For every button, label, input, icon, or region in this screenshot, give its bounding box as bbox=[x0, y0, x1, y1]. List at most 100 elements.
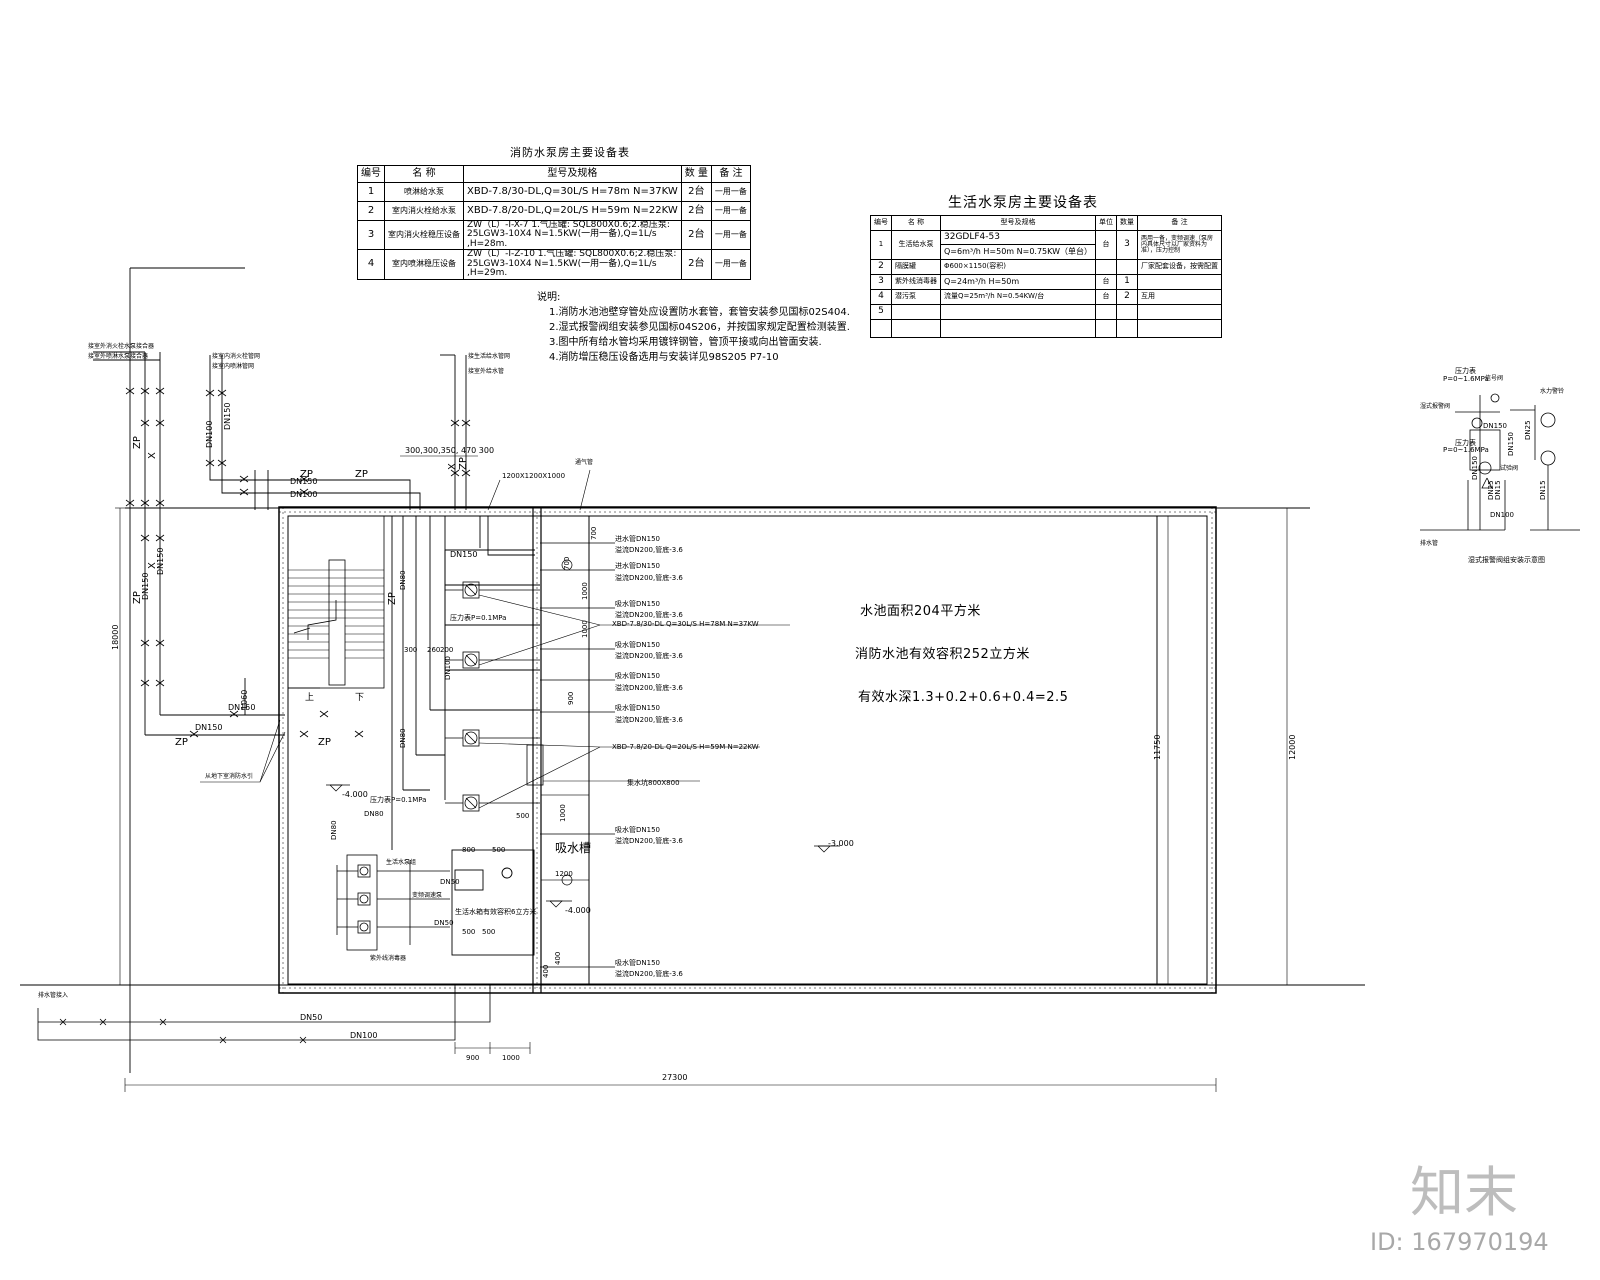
pool-pipe-6: 溢流DN200,管底-3.6 bbox=[615, 610, 683, 619]
dim-12000: 12000 bbox=[1288, 735, 1297, 760]
dim-900-bottom: 900 bbox=[466, 1054, 479, 1062]
inlet-label-2: 接室外喷淋水泵接合器 bbox=[88, 352, 148, 360]
level-room-text: -4.000 bbox=[342, 790, 368, 799]
hydrant-pump-1 bbox=[462, 729, 480, 747]
dim-18000: 18000 bbox=[111, 625, 120, 650]
pool-pipe-12: 溢流DN200,管底-3.6 bbox=[615, 715, 683, 724]
pump-room-dims: 300 260 200 DN80 DN80 DN80 DN80 DN50 DN5… bbox=[330, 570, 460, 927]
life-blank-c bbox=[939, 319, 1097, 338]
av-dn25-a: DN25 bbox=[1524, 420, 1532, 440]
av-wet: 湿式报警阀 bbox=[1420, 402, 1450, 410]
dim-500-d: 500 bbox=[516, 812, 529, 820]
dim-1000-bottom: 1000 bbox=[502, 1054, 520, 1062]
av-dn100: DN100 bbox=[1490, 511, 1514, 519]
pool-depth-label: 有效水深1.3+0.2+0.6+0.4=2.5 bbox=[858, 690, 1069, 705]
life-table-title: 生活水泵房主要设备表 bbox=[948, 195, 1098, 211]
dn-labels-left: DN150 DN150 DN150 DN150 DN150 DN100 DN10… bbox=[141, 403, 477, 732]
dim-1000-b: 1000 bbox=[581, 620, 589, 638]
av-drain: 排水管 bbox=[1420, 539, 1438, 547]
vent-leader bbox=[579, 469, 591, 511]
dim-1200: 1200 bbox=[555, 870, 573, 878]
level-marker-pool bbox=[814, 845, 840, 853]
inlet-label-1: 接室外消火栓水泵接合器 bbox=[88, 342, 154, 350]
zp-label-4: ZP bbox=[318, 737, 331, 748]
domestic-tank bbox=[451, 849, 535, 956]
pump-pipes bbox=[445, 589, 540, 804]
dim-right bbox=[1167, 507, 1292, 986]
pool-pipe-5: 吸水管DN150 bbox=[615, 599, 660, 608]
fire-r4-no: 4 bbox=[357, 249, 385, 280]
watermark-logo: 知末 bbox=[1410, 1161, 1518, 1224]
pool-pipe-labels: 进水管DN150 溢流DN200,管底-3.6 进水管DN150 溢流DN200… bbox=[615, 534, 683, 845]
dim-500-a: 500 bbox=[492, 846, 505, 854]
pool-pipe-11: 吸水管DN150 bbox=[615, 703, 660, 712]
fire-r3-qty: 2台 bbox=[680, 219, 712, 251]
av-dn150-b: DN150 bbox=[1471, 456, 1479, 480]
tank-volume-label: 生活水箱有效容积6立方米 bbox=[455, 907, 536, 916]
dn150-label-7: DN150 bbox=[450, 550, 477, 559]
av-gauge-1: 压力表 bbox=[1455, 366, 1476, 375]
zp-label-2: ZP bbox=[132, 591, 143, 604]
pool-pipe-7: 吸水管DN150 bbox=[615, 640, 660, 649]
dim-700-b: 700 bbox=[563, 557, 571, 570]
pool-pipe-1: 进水管DN150 bbox=[615, 534, 660, 543]
hydrant-pump-2 bbox=[462, 794, 480, 812]
pool-pipe-9: 吸水管DN150 bbox=[615, 671, 660, 680]
building-outer-wall bbox=[278, 506, 1217, 994]
inlet-label-5: 接生活给水管网 bbox=[468, 352, 510, 360]
dim-bottom bbox=[124, 1042, 1217, 1092]
dim-800: 800 bbox=[462, 846, 475, 854]
uv-label: 紫外线消毒器 bbox=[370, 954, 406, 962]
hatch-label: 1200X1200X1000 bbox=[502, 472, 565, 480]
dim-dn80-c: DN80 bbox=[364, 810, 384, 818]
dim-700-a: 700 bbox=[590, 527, 598, 540]
design-notes: 说明: 1.消防水池池壁穿管处应设置防水套管，套管安装参见国标02S404. 2… bbox=[537, 290, 850, 365]
zp-label-7: ZP bbox=[387, 592, 398, 605]
dim-dn100-bottom: DN100 bbox=[350, 1031, 377, 1040]
av-gauge-2: 压力表 bbox=[1455, 438, 1476, 447]
from-basement-leader-2 bbox=[259, 731, 286, 783]
dim-400-b: 400 bbox=[554, 952, 562, 965]
level-marker-sump bbox=[546, 900, 572, 908]
fire-r4-note: 一用一备 bbox=[710, 249, 751, 280]
x-label-2: X bbox=[147, 562, 158, 569]
av-dn150-a: DN150 bbox=[1483, 422, 1507, 430]
zp-label-5: ZP bbox=[300, 469, 313, 480]
pump-room-pipes bbox=[391, 516, 540, 850]
fire-r4-qty: 2台 bbox=[680, 249, 712, 280]
sump-size-label: 集水坑800X800 bbox=[627, 778, 680, 787]
life-blank-f bbox=[1137, 319, 1223, 338]
dim-dn50-a: DN50 bbox=[440, 878, 460, 886]
dn100-label-1: DN100 bbox=[205, 421, 214, 448]
pool-pipe-10: 溢流DN200,管底-3.6 bbox=[615, 683, 683, 692]
dim-300-a: 300 bbox=[404, 646, 417, 654]
fire-r1-qty: 2台 bbox=[680, 182, 712, 202]
pool-pipe-lines bbox=[540, 542, 615, 968]
av-p1: P=0~1.6MPa bbox=[1443, 375, 1489, 383]
dn150-label-1: DN150 bbox=[156, 548, 165, 575]
dim-400-a: 400 bbox=[542, 965, 550, 978]
building-inner-wall bbox=[287, 515, 1208, 985]
pool-area-label: 水池面积204平方米 bbox=[860, 604, 981, 619]
pool-pipe-13: 吸水管DN150 bbox=[615, 825, 660, 834]
dim-1000-a: 1000 bbox=[581, 582, 589, 600]
spray-pump-1 bbox=[462, 581, 480, 599]
domestic-pump-set bbox=[336, 854, 450, 951]
av-test: 试验阀 bbox=[1500, 464, 1518, 472]
domestic-pump-label: 生活水泵组 bbox=[386, 858, 416, 866]
vent-label: 通气管 bbox=[575, 458, 593, 466]
inlet-label-6: 接室外给水管 bbox=[468, 367, 504, 375]
pool-pipe-16: 溢流DN200,管底-3.6 bbox=[615, 969, 683, 978]
sump-pit bbox=[526, 744, 544, 786]
av-dn25-b: DN25 bbox=[1487, 480, 1495, 500]
dim-left bbox=[115, 507, 125, 986]
pool-volume-label: 消防水池有效容积252立方米 bbox=[855, 647, 1030, 662]
x-label-1: X bbox=[147, 452, 158, 459]
note-3: 3.图中所有给水管均采用镀锌钢管，管顶平接或向出管面安装. bbox=[549, 337, 822, 348]
dim-1000-c: 1000 bbox=[559, 804, 567, 822]
hatch-leader bbox=[487, 479, 501, 511]
bottom-drain-pipes bbox=[37, 985, 491, 1044]
fire-r3-note: 一用一备 bbox=[710, 219, 751, 251]
vfd-label: 变频调速泵 bbox=[412, 891, 442, 899]
av-dn15-a: DN15 bbox=[1494, 480, 1502, 500]
